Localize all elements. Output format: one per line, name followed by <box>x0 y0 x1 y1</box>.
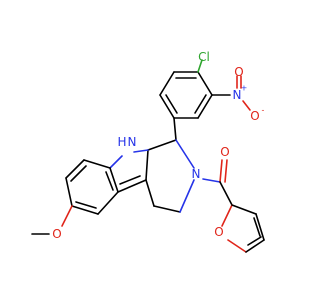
indole-nh-hydrogen-label: H <box>117 135 126 149</box>
nitro-minus-charge: - <box>262 106 265 115</box>
bond-c-cl <box>197 59 203 73</box>
furan-oxygen-label: O <box>214 225 223 239</box>
methoxy-oxygen-label: O <box>52 227 61 241</box>
bond-phenyl-c1 <box>173 117 177 141</box>
bond-n-carbonyl <box>202 178 221 183</box>
nitro-oxygen-bottom-label: O <box>250 109 259 123</box>
indole-pyrrole-ring <box>109 149 149 193</box>
bond-carbonyl-c-o-double <box>219 159 223 183</box>
indole-benzene-ring <box>65 159 119 215</box>
nitro-nitrogen-label: N <box>233 88 242 102</box>
bond-c-o-methoxy <box>61 205 73 227</box>
carbonyl-oxygen-label: O <box>220 145 229 159</box>
molecule-structure-diagram: Cl N + O O - H N O <box>31 50 265 253</box>
furan-ring <box>219 181 265 253</box>
tetrahydropyridine-ring <box>145 139 195 213</box>
nitro-oxygen-top-label: O <box>234 65 243 79</box>
indole-nitrogen-label: N <box>128 135 137 149</box>
chlorine-atom-label: Cl <box>198 50 210 64</box>
ring-nitrogen-label: N <box>192 167 201 181</box>
chloronitrophenyl-ring <box>159 71 213 119</box>
bond-n-o-nitro-single <box>242 100 251 111</box>
nitro-plus-charge: + <box>241 84 248 93</box>
